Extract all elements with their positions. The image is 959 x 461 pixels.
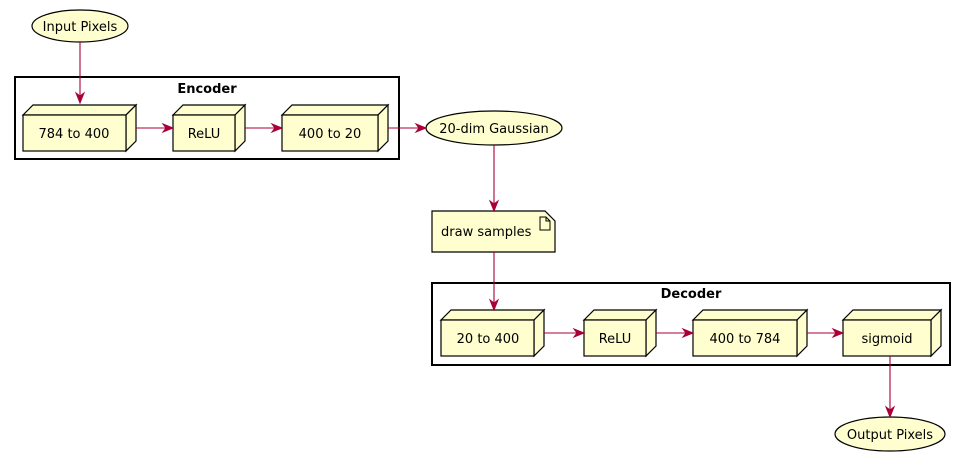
decoder-node-400-to-784: 400 to 784 [691, 308, 809, 358]
decoder-node-2-label: ReLU [599, 332, 632, 347]
input-pixels-label: Input Pixels [43, 20, 118, 35]
arrowhead-enc3 [414, 122, 428, 134]
arrowhead-dec3 [831, 327, 845, 339]
gaussian-label: 20-dim Gaussian [439, 122, 549, 137]
arrowhead-input [74, 91, 86, 105]
decoder-node-3-label: 400 to 784 [710, 332, 781, 347]
draw-samples-label: draw samples [441, 225, 532, 240]
decoder-node-1-top [439, 309, 546, 321]
decoder-node-sigmoid: sigmoid [841, 308, 943, 358]
decoder-node-3-face [692, 319, 798, 357]
encoder-node-2-label: ReLU [188, 127, 221, 142]
encoder-node-400-to-20: 400 to 20 [280, 103, 390, 153]
arrowhead-output [884, 405, 896, 419]
draw-samples-note: draw samples [431, 210, 556, 253]
decoder-node-2-face [583, 319, 647, 357]
gaussian-node: 20-dim Gaussian [425, 110, 563, 146]
decoder-node-20-to-400: 20 to 400 [439, 308, 546, 358]
encoder-node-2-top [171, 104, 247, 116]
output-pixels-label: Output Pixels [847, 428, 933, 443]
arrowhead-enc1 [161, 122, 175, 134]
decoder-node-4-top [841, 309, 943, 321]
decoder-node-2-top [582, 309, 658, 321]
input-pixels-node: Input Pixels [31, 9, 129, 43]
decoder-title: Decoder [661, 287, 722, 302]
encoder-node-3-top [280, 104, 390, 116]
decoder-node-4-label: sigmoid [861, 332, 912, 347]
arrowhead-gaussian [488, 199, 500, 213]
arrowhead-enc2 [270, 122, 284, 134]
decoder-node-1-label: 20 to 400 [457, 332, 520, 347]
arrowhead-dec2 [681, 327, 695, 339]
encoder-node-784-to-400: 784 to 400 [21, 103, 138, 153]
arrowhead-samples [488, 298, 500, 312]
encoder-node-relu: ReLU [171, 103, 247, 153]
encoder-node-1-face [22, 114, 127, 152]
encoder-node-3-face [281, 114, 379, 152]
decoder-node-1-face [440, 319, 535, 357]
decoder-node-3-top [691, 309, 809, 321]
decoder-node-relu: ReLU [582, 308, 658, 358]
note-body [431, 210, 556, 253]
output-pixels-node: Output Pixels [834, 416, 946, 452]
encoder-node-2-face [172, 114, 236, 152]
encoder-node-1-label: 784 to 400 [39, 127, 110, 142]
note-file-icon [539, 216, 551, 231]
encoder-node-3-label: 400 to 20 [299, 127, 362, 142]
edges [74, 42, 896, 419]
arrowhead-dec1 [572, 327, 586, 339]
encoder-title: Encoder [177, 82, 237, 97]
decoder-node-4-face [842, 319, 932, 357]
encoder-node-1-top [21, 104, 138, 116]
